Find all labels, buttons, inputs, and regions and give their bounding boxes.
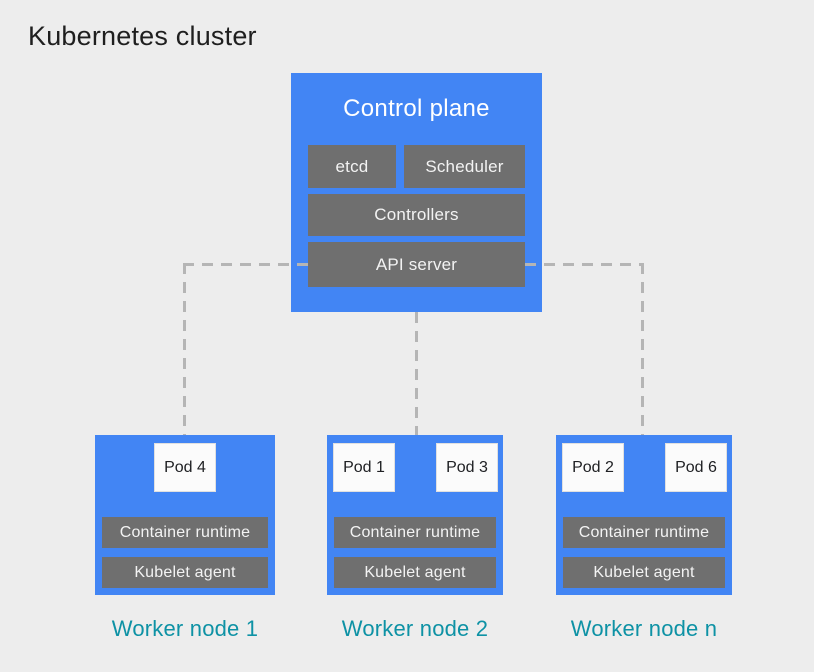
worker-node-1-label: Worker node 1 [111, 616, 259, 641]
pods-row: Pod 4 [95, 443, 275, 492]
api-server-box: API server [308, 242, 525, 287]
diagram-title: Kubernetes cluster [28, 21, 257, 51]
container-runtime-box: Container runtime [102, 517, 268, 548]
pod-6: Pod 6 [665, 443, 727, 492]
worker-node-n-label: Worker node n [570, 616, 718, 641]
pods-row: Pod 1 Pod 3 [327, 443, 503, 492]
worker-node-2-label: Worker node 2 [341, 616, 489, 641]
container-runtime-box: Container runtime [563, 517, 725, 548]
container-runtime-box: Container runtime [334, 517, 496, 548]
control-plane-title: Control plane [343, 95, 490, 122]
kubelet-agent-box: Kubelet agent [563, 557, 725, 588]
kubelet-agent-box: Kubelet agent [102, 557, 268, 588]
connector-vertical-left [183, 263, 186, 435]
connector-vertical-right [641, 263, 644, 435]
worker-node-2-box: Pod 1 Pod 3 Container runtime Kubelet ag… [327, 435, 503, 595]
pods-row: Pod 2 Pod 6 [556, 443, 732, 492]
control-plane-box: Control plane etcd Scheduler Controllers… [291, 73, 542, 312]
pod-1: Pod 1 [333, 443, 395, 492]
controllers-box: Controllers [308, 194, 525, 236]
kubelet-agent-box: Kubelet agent [334, 557, 496, 588]
etcd-box: etcd [308, 145, 396, 188]
scheduler-box: Scheduler [404, 145, 525, 188]
pod-2: Pod 2 [562, 443, 624, 492]
pod-4: Pod 4 [154, 443, 216, 492]
connector-vertical-center [415, 312, 418, 435]
worker-node-n-box: Pod 2 Pod 6 Container runtime Kubelet ag… [556, 435, 732, 595]
pod-3: Pod 3 [436, 443, 498, 492]
worker-node-1-box: Pod 4 Container runtime Kubelet agent [95, 435, 275, 595]
control-plane-row: etcd Scheduler [308, 145, 525, 188]
